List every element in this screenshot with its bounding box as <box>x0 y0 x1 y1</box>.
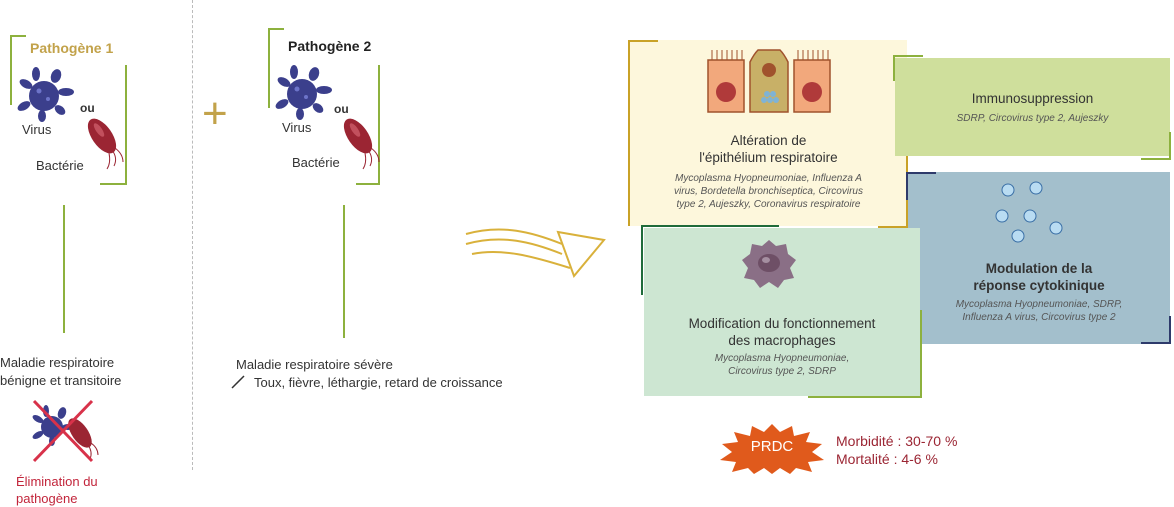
macrophage-frame-bottom <box>808 396 922 398</box>
pathogen2-outcome-line1: Maladie respiratoire sévère <box>236 357 393 372</box>
cytokine-title-line1: Modulation de la <box>985 261 1093 276</box>
pathogen1-frame-bottom <box>100 183 127 185</box>
prdc-mortality: Mortalité : 4-6 % <box>836 451 938 467</box>
bacteria-icon <box>82 114 132 174</box>
immuno-frame-right <box>1169 132 1171 160</box>
epithelium-frame-top <box>628 40 658 42</box>
pathogen2-title: Pathogène 2 <box>288 38 372 54</box>
pathogen1-title: Pathogène 1 <box>30 40 114 56</box>
immuno-box <box>895 58 1170 156</box>
bacteria-icon <box>338 114 388 174</box>
pathogen1-frame-left <box>10 35 12 105</box>
pathogen2-outcome-line2: Toux, fièvre, léthargie, retard de crois… <box>254 375 503 390</box>
cytokine-frame-bottom <box>1141 342 1171 344</box>
cytokine-agents-line1: Mycoplasma Hyopneumoniae, SDRP, <box>955 299 1123 310</box>
virus-icon <box>14 66 78 122</box>
cytokine-molecules-icon <box>988 180 1078 246</box>
slash-icon <box>230 374 246 390</box>
macrophage-title-line1: Modification du fonctionnement <box>688 316 876 331</box>
immuno-frame-top <box>893 55 923 57</box>
macrophage-agents-line2: Circovirus type 2, SDRP <box>728 366 836 377</box>
prdc-label: PRDC <box>750 438 794 455</box>
macrophage-agents-line1: Mycoplasma Hyopneumoniae, <box>714 353 850 364</box>
immuno-frame-left <box>893 55 895 81</box>
pathogen2-frame-right <box>378 65 380 185</box>
epithelium-agents-line1: Mycoplasma Hyopneumoniae, Influenza A <box>675 173 862 184</box>
pathogen2-virus-label: Virus <box>282 120 312 135</box>
epithelium-agents-line3: type 2, Aujeszky, Coronavirus respiratoi… <box>676 199 861 210</box>
pathogen1-outcome-line1: Maladie respiratoire <box>0 355 115 370</box>
pathogen2-bacteria-label: Bactérie <box>292 155 340 170</box>
cytokine-box <box>908 172 1170 344</box>
pathogen1-frame-right <box>125 65 127 185</box>
macrophage-frame-left <box>641 225 643 295</box>
epithelium-title-line1: Altération de <box>730 133 807 148</box>
immuno-agents: SDRP, Circovirus type 2, Aujeszky <box>956 113 1109 124</box>
pathogen1-frame-top <box>10 35 26 37</box>
epithelium-agents-line2: virus, Bordetella bronchiseptica, Circov… <box>674 186 863 197</box>
cytokine-frame-left <box>906 172 908 200</box>
pathogen1-ou: ou <box>80 101 95 115</box>
cytokine-frame-right <box>1169 316 1171 344</box>
pathogen2-connector <box>343 205 345 338</box>
virus-icon <box>272 64 336 120</box>
pathogen1-bacteria-label: Bactérie <box>36 158 84 173</box>
epithelium-frame-bottom <box>878 226 908 228</box>
pathogen2-frame-top <box>268 28 284 30</box>
macrophage-frame-top <box>641 225 779 227</box>
immuno-frame-bottom <box>1141 158 1171 160</box>
macrophage-title-line2: des macrophages <box>728 333 836 348</box>
pathogen1-virus-label: Virus <box>22 122 52 137</box>
cytokine-agents-line2: Influenza A virus, Circovirus type 2 <box>962 312 1116 323</box>
pathogen1-connector <box>63 205 65 333</box>
epithelium-title-line2: l'épithélium respiratoire <box>699 150 838 165</box>
immuno-title: Immunosuppression <box>971 91 1094 106</box>
macrophage-cell-icon <box>740 238 798 290</box>
cytokine-frame-top <box>906 172 936 174</box>
macrophage-frame-right <box>920 310 922 398</box>
eliminated-pathogens-icon <box>26 395 106 467</box>
dashed-separator <box>192 0 193 470</box>
pathogen2-frame-bottom <box>356 183 380 185</box>
pathogen1-outcome-line2: bénigne et transitoire <box>0 373 122 388</box>
epithelium-frame-left <box>628 40 630 226</box>
prdc-burst-icon <box>718 422 826 474</box>
pathogen2-frame-left <box>268 28 270 108</box>
elimination-line2: pathogène <box>16 491 78 506</box>
plus-sign: + <box>202 89 228 138</box>
pathogen2-ou: ou <box>334 102 349 116</box>
prdc-morbidity: Morbidité : 30-70 % <box>836 433 958 449</box>
elimination-line1: Élimination du <box>16 474 98 489</box>
epithelial-cells-icon <box>706 48 832 114</box>
cytokine-title-line2: réponse cytokinique <box>973 278 1105 293</box>
curved-arrow-icon <box>462 210 612 280</box>
